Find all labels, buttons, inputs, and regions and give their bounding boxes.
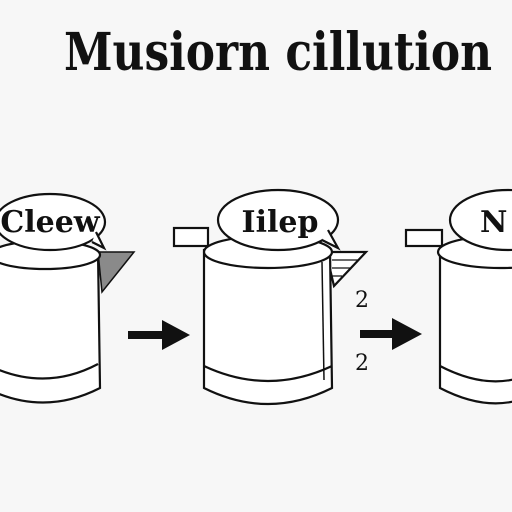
step-1-band: [0, 363, 99, 380]
step-2-label-oval: [216, 188, 340, 252]
step-2-spout: [324, 250, 369, 289]
step-2-body: [202, 248, 334, 406]
arrow-2: [360, 318, 422, 350]
step-3-handle: [404, 228, 444, 248]
diagram-title: Musiorn cillution: [64, 22, 492, 83]
step-3-label-oval: [448, 188, 512, 252]
side-number-top: 2: [355, 288, 369, 313]
step-1-body: [0, 250, 102, 404]
step-1-oval-tail: [91, 231, 107, 251]
side-number-bottom: 2: [355, 351, 369, 376]
step-1-label-oval: [0, 192, 107, 252]
step-2-oval-tail: [321, 229, 341, 251]
step-1-label: Cleew: [0, 205, 100, 240]
arrow-1: [128, 320, 190, 350]
step-1-spout: [97, 251, 136, 294]
step-2-label: Iilep: [242, 205, 319, 240]
step-3-container: [404, 188, 512, 405]
step-3-body: [438, 248, 512, 405]
step-3-label: N: [480, 205, 507, 240]
step-1-container: [0, 192, 136, 404]
step-3-band: [439, 365, 512, 383]
step-2-handle: [172, 226, 210, 248]
step-2-band: [203, 365, 333, 383]
step-2-container: [172, 188, 369, 406]
